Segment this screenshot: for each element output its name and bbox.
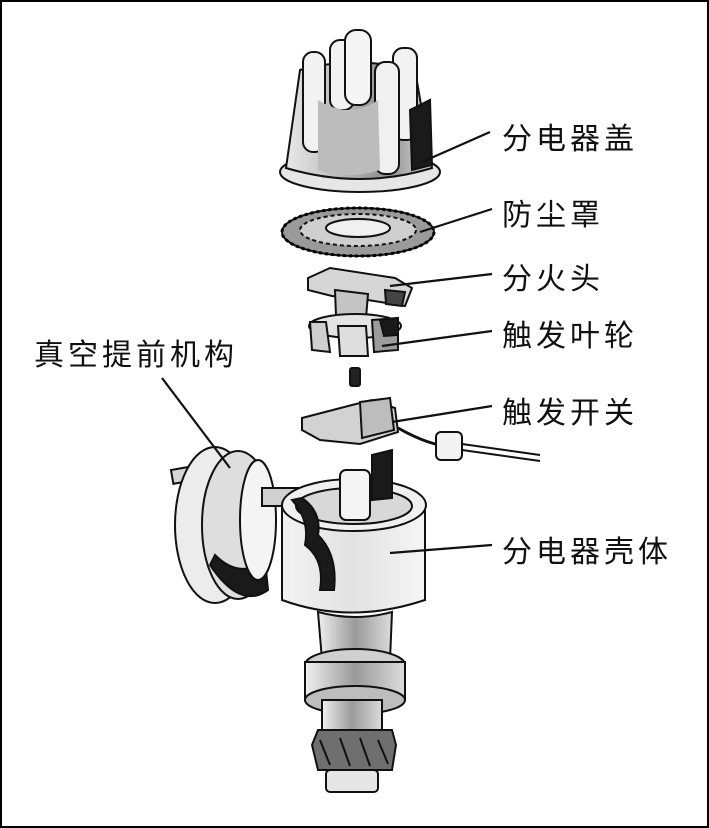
small-pin [349, 367, 361, 387]
trigger-wheel [308, 313, 402, 357]
vacuum-advance-unit [169, 446, 303, 604]
leader-distributor-housing [389, 543, 493, 555]
distributor-cap [279, 29, 441, 193]
leader-distributor-cap [421, 130, 491, 164]
leader-trigger-switch [391, 404, 493, 424]
leader-trigger-wheel [381, 329, 493, 348]
trigger-switch [301, 396, 541, 462]
label-rotor: 分火头 [502, 262, 604, 297]
leader-lines [161, 130, 493, 555]
housing-shaft [304, 610, 406, 793]
distributor-housing [281, 448, 427, 614]
leader-vacuum-advance [161, 377, 231, 469]
dust-cover [280, 206, 436, 258]
label-trigger-switch: 触发开关 [502, 396, 638, 431]
rotor [307, 266, 414, 320]
label-distributor-housing: 分电器壳体 [502, 535, 672, 570]
label-dust-cover: 防尘罩 [502, 198, 604, 233]
label-vacuum-advance: 真空提前机构 [34, 338, 238, 373]
leader-dust-cover [419, 207, 493, 234]
leader-rotor [389, 272, 493, 288]
label-distributor-cap: 分电器盖 [502, 122, 638, 157]
label-trigger-wheel: 触发叶轮 [502, 319, 638, 354]
